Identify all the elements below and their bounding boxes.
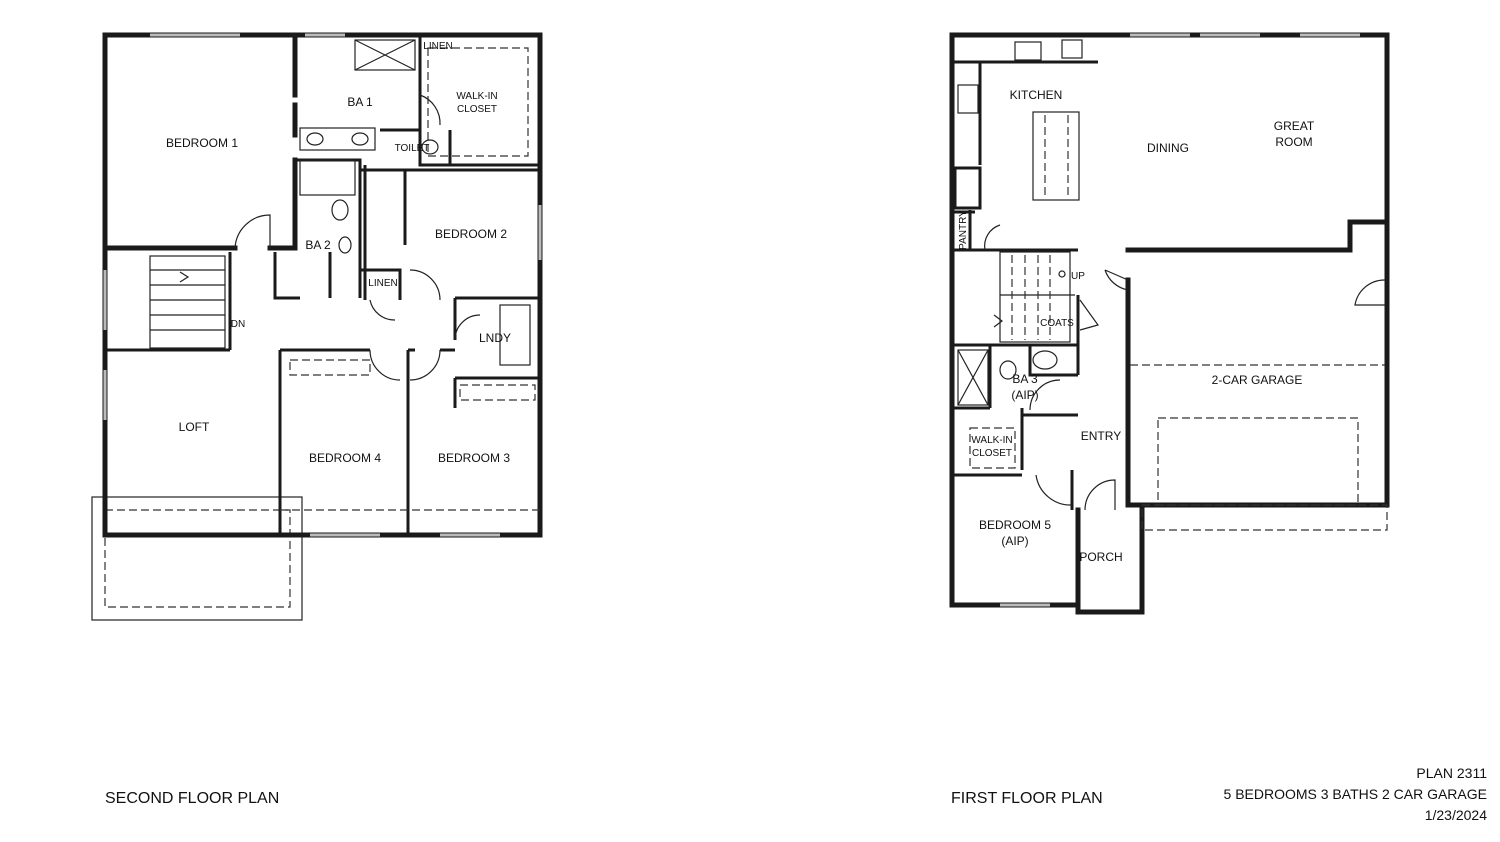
room-label-toilet: TOILET <box>395 143 430 154</box>
room-label-garage: 2-CAR GARAGE <box>1212 373 1303 387</box>
second-floor-plan: BEDROOM 1 BA 1 LINEN WALK-IN CLOSET TOIL… <box>91 32 543 621</box>
room-label-coats: COATS <box>1040 318 1074 329</box>
room-label-closet: CLOSET <box>457 104 497 115</box>
deck-inner-dashed <box>104 509 291 608</box>
stairs-second-floor <box>149 255 226 349</box>
garage-door-outline <box>1157 417 1359 506</box>
room-label-bedroom-5: BEDROOM 5 <box>979 518 1051 532</box>
room-label-dining: DINING <box>1147 141 1189 155</box>
room-label-ba-3-aip: (AIP) <box>1011 388 1038 402</box>
room-label-pantry: PANTRY <box>958 210 969 250</box>
room-label-room: ROOM <box>1275 135 1312 149</box>
room-label-porch: PORCH <box>1079 550 1122 564</box>
room-label-linen-mid: LINEN <box>368 278 397 289</box>
room-label-ba-2: BA 2 <box>305 238 331 252</box>
room-label-closet-first: CLOSET <box>972 448 1012 459</box>
stair-label-up: UP <box>1071 271 1085 282</box>
room-label-ba-3: BA 3 <box>1012 372 1038 386</box>
room-label-kitchen: KITCHEN <box>1010 88 1063 102</box>
second-floor-title: SECOND FLOOR PLAN <box>105 790 279 807</box>
room-label-linen-top: LINEN <box>423 41 452 52</box>
first-floor-title: FIRST FLOOR PLAN <box>951 790 1103 807</box>
room-label-loft: LOFT <box>179 420 210 434</box>
room-label-bedroom-2: BEDROOM 2 <box>435 227 507 241</box>
plan-summary: 5 BEDROOMS 3 BATHS 2 CAR GARAGE <box>1224 786 1487 802</box>
stair-label-dn: DN <box>231 319 245 330</box>
plan-date: 1/23/2024 <box>1425 807 1487 823</box>
room-label-bedroom-4: BEDROOM 4 <box>309 451 381 465</box>
plan-number: PLAN 2311 <box>1416 765 1487 781</box>
room-label-walk-in-first: WALK-IN <box>971 435 1012 446</box>
room-label-bedroom-5-aip: (AIP) <box>1001 534 1028 548</box>
room-label-bedroom-3: BEDROOM 3 <box>438 451 510 465</box>
room-label-walk-in: WALK-IN <box>456 91 497 102</box>
room-label-bedroom-1: BEDROOM 1 <box>166 136 238 150</box>
room-label-great: GREAT <box>1274 119 1315 133</box>
room-label-lndy: LNDY <box>479 331 511 345</box>
first-floor-plan: KITCHEN DINING GREAT ROOM PANTRY UP COAT… <box>949 32 1390 615</box>
stairs-first-floor <box>993 251 1075 343</box>
room-label-entry: ENTRY <box>1081 429 1121 443</box>
room-label-ba-1: BA 1 <box>347 95 373 109</box>
deck-outline <box>91 496 303 621</box>
